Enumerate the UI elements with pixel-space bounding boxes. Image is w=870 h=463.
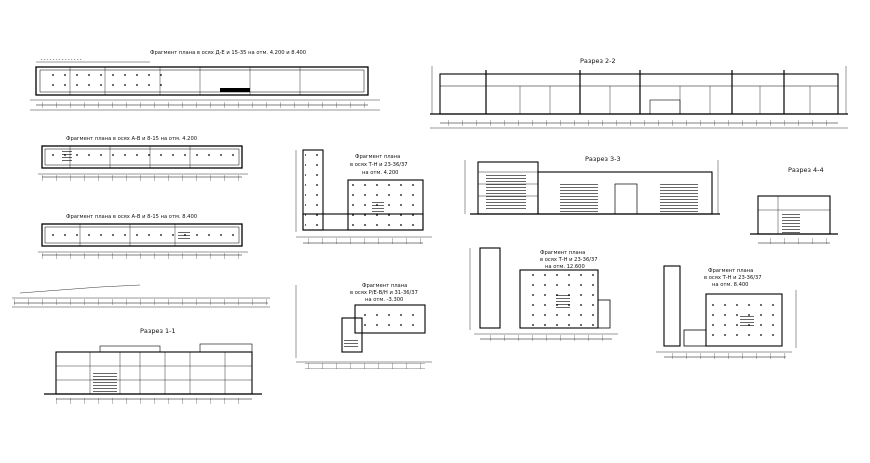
plan-f-title-2: в осях Т-Н и 23-36/37	[704, 275, 762, 281]
plan-e-title-3: на отм. 12.600	[545, 264, 585, 270]
plan-b1-title: Фрагмент плана в осях А-В и 8-15 на отм.…	[66, 136, 197, 142]
section-1: Разрез 1-1	[44, 327, 262, 404]
plan-f-title-1: Фрагмент плана	[708, 268, 753, 274]
plan-a: Фрагмент плана в осях Д-Е и 15-35 на отм…	[30, 50, 380, 111]
plan-b1: Фрагмент плана в осях А-В и 8-15 на отм.…	[38, 136, 248, 181]
section-3: Разрез 3-3	[464, 155, 720, 215]
plan-c: Фрагмент плана в осях Т-Н и 23-36/37 на …	[295, 149, 432, 244]
svg-text:--------------: --------------	[40, 57, 82, 63]
plan-a-title: Фрагмент плана в осях Д-Е и 15-35 на отм…	[150, 50, 306, 56]
plan-d-title-1: Фрагмент плана	[362, 283, 407, 289]
plan-d: Фрагмент плана в осях Р/Е-В/Н и 31-36/37…	[295, 283, 432, 369]
plan-b2: Фрагмент плана в осях А-В и 8-15 на отм.…	[38, 214, 248, 259]
dimension-strip	[12, 284, 270, 308]
plan-c-title-1: Фрагмент плана	[355, 154, 400, 160]
plan-e-title-2: в осях Т-Н и 23-36/37	[540, 257, 598, 263]
section-4: Разрез 4-4	[750, 166, 838, 244]
section-2: Разрез 2-2	[430, 57, 848, 129]
plan-b2-title: Фрагмент плана в осях А-В и 8-15 на отм.…	[66, 214, 197, 220]
plan-d-title-2: в осях Р/Е-В/Н и 31-36/37	[350, 290, 418, 296]
plan-f: Фрагмент плана в осях Т-Н и 23-36/37 на …	[656, 265, 797, 359]
plan-f-title-3: на отм. 8.400	[712, 282, 748, 288]
section-4-title: Разрез 4-4	[788, 166, 824, 174]
section-1-title: Разрез 1-1	[140, 327, 176, 335]
plan-c-title-3: на отм. 4.200	[362, 170, 398, 176]
plan-e-title-1: Фрагмент плана	[540, 250, 585, 256]
plan-c-title-2: в осях Т-Н и 23-36/37	[350, 162, 408, 168]
plan-e: Фрагмент плана в осях Т-Н и 23-36/37 на …	[469, 247, 618, 341]
section-3-title: Разрез 3-3	[585, 155, 621, 163]
section-2-title: Разрез 2-2	[580, 57, 616, 65]
plan-d-title-3: на отм. -3.300	[365, 297, 403, 303]
